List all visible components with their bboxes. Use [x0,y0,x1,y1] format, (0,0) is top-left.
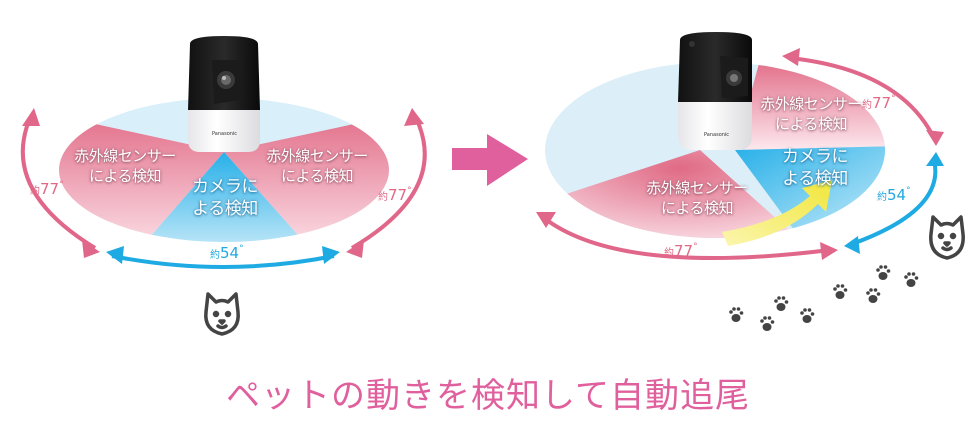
label-line: による検知 [774,115,848,133]
dog-face-icon [204,292,240,336]
angle-label-side: 約54° [877,186,911,204]
angle-unit: ° [407,186,412,196]
transition-arrow-icon [452,134,528,186]
label-line: 赤外線センサー [74,147,176,165]
paw-print-icon [774,296,789,311]
paw-print-icon [876,265,891,280]
label-line: カメラに [782,147,849,167]
paw-print-trail [729,265,919,331]
label-line: よる検知 [782,169,848,189]
camera-brand-label: Panasonic [704,132,730,138]
paw-print-icon [800,308,815,323]
dog-face-icon [929,215,965,260]
right-camera-arc [851,159,938,246]
label-line: による検知 [660,199,734,217]
paw-print-icon [904,272,919,287]
angle-value: 77 [872,94,892,112]
angle-unit: ° [693,242,698,252]
angle-prefix: 約 [378,192,388,203]
angle-value: 54 [220,244,240,262]
angle-prefix: 約 [877,192,887,203]
left-camera-device [188,36,260,152]
camera-detection-label: カメラに よる検知 [180,176,270,220]
label-line: 赤外線センサー [266,147,368,165]
bottom-ir-detection-label: 赤外線センサー による検知 [642,178,752,218]
camera-brand-label: Panasonic [212,131,238,137]
right-camera-device [678,32,752,150]
angle-label-top: 約77° [862,94,896,112]
angle-label-left: 約77° [30,180,64,198]
paw-print-icon [833,284,848,299]
angle-unit: ° [59,180,64,190]
top-ir-detection-label: 赤外線センサー による検知 [756,94,866,134]
angle-value: 77 [388,186,408,204]
label-line: 赤外線センサー [646,179,748,197]
right-ir-arc-bottom [542,216,831,260]
angle-prefix: 約 [664,248,674,259]
angle-value: 77 [674,242,694,260]
angle-prefix: 約 [210,250,220,261]
label-line: 赤外線センサー [760,95,862,113]
left-ir-detection-label: 赤外線センサー による検知 [70,146,180,186]
angle-value: 54 [887,186,907,204]
angle-prefix: 約 [30,186,40,197]
angle-label-bottom: 約54° [210,244,244,262]
label-line: による検知 [88,167,162,185]
right-ir-arc-top [789,56,936,139]
paw-print-icon [760,316,775,331]
angle-label-bottom: 約77° [664,242,698,260]
angle-unit: ° [239,244,244,254]
left-ir-arc-left [20,117,97,250]
label-line: による検知 [280,167,354,185]
angle-unit: ° [891,94,896,104]
angle-prefix: 約 [862,100,872,111]
angle-unit: ° [906,186,911,196]
right-ir-detection-label: 赤外線センサー による検知 [262,146,372,186]
angle-value: 77 [40,180,60,198]
angle-label-right: 約77° [378,186,412,204]
headline: ペットの動きを検知して自動追尾 [226,376,750,416]
left-camera-arc [111,254,335,269]
paw-print-icon [866,288,881,303]
paw-print-icon [729,307,744,322]
label-line: カメラに [192,177,259,197]
camera-detection-label: カメラに よる検知 [770,146,860,190]
left-ir-arc-right [350,117,427,250]
motion-arrow-icon [722,180,832,246]
label-line: よる検知 [192,199,258,219]
